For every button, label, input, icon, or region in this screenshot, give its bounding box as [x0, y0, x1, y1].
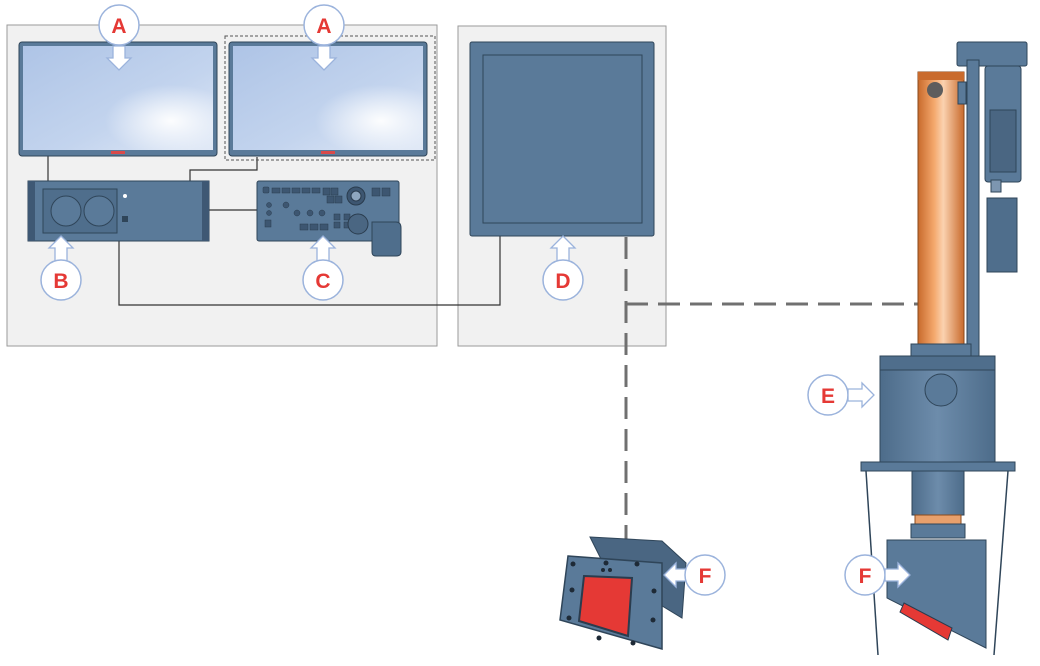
monitor-2	[224, 35, 436, 161]
callout-f-sensor-portable: F	[663, 554, 726, 596]
arrow-icon	[310, 45, 338, 71]
display-d	[469, 41, 655, 237]
signal-links	[624, 90, 938, 550]
callout-a-monitor-1: A	[98, 4, 140, 71]
callout-c-control-panel: C	[302, 235, 344, 301]
control-panel	[256, 180, 402, 257]
callout-label: A	[111, 15, 126, 38]
callout-a-monitor-2: A	[303, 4, 345, 71]
callout-e-drive-unit: E	[807, 374, 875, 416]
cables	[47, 154, 501, 306]
sensor-portable	[559, 536, 687, 650]
callout-label: C	[315, 270, 330, 293]
arrow-icon	[884, 561, 911, 589]
mast-assembly	[860, 41, 1028, 656]
callout-label: A	[316, 15, 331, 38]
callout-label: F	[699, 565, 712, 588]
callout-label: D	[555, 270, 570, 293]
callout-d-display: D	[542, 235, 584, 301]
callout-b-processing-unit: B	[40, 235, 82, 301]
arrow-icon	[105, 45, 133, 71]
callout-f-sensor-mounted: F	[844, 554, 911, 596]
callout-label: B	[53, 270, 68, 293]
processing-unit	[27, 180, 210, 242]
callout-label: E	[821, 385, 835, 408]
callout-label: F	[859, 565, 872, 588]
arrow-icon	[847, 381, 875, 409]
